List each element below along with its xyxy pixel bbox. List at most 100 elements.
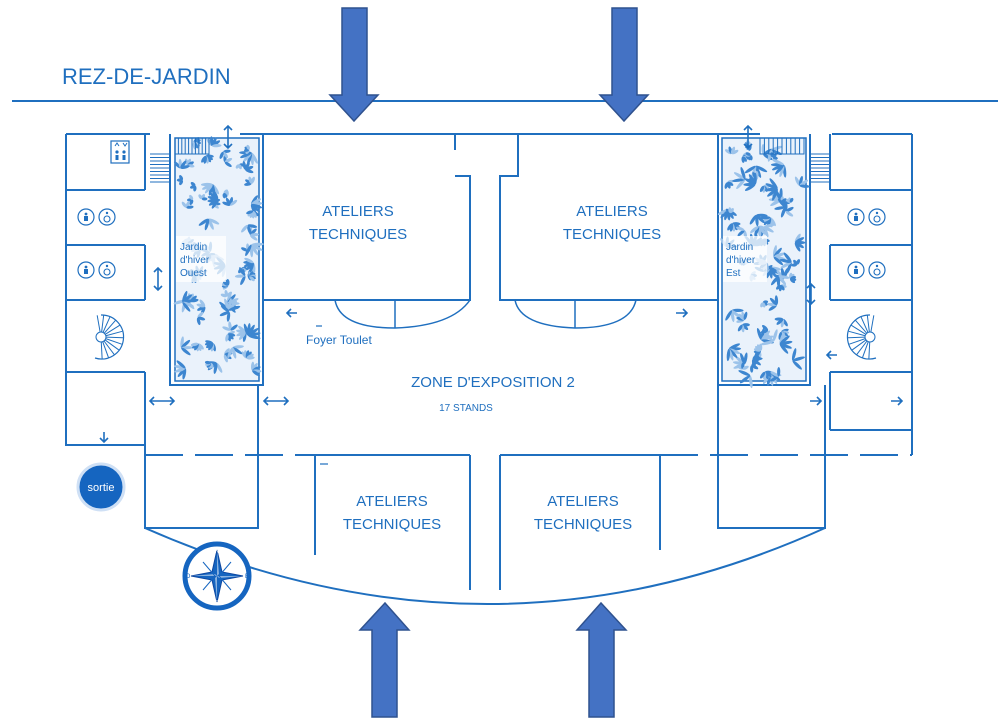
leaf [724,179,734,189]
svg-text:Est: Est [726,268,741,279]
leaf [207,190,219,209]
leaf [744,165,768,179]
leaf [791,348,805,370]
wheelchair-icon [98,208,116,226]
leaf [250,195,263,215]
leaf [198,218,220,231]
zone-stands: 17 STANDS [439,403,493,414]
leaf [753,343,763,356]
leaf [206,136,222,148]
garden-east-label: Jardin d'hiver Est [723,236,767,282]
arrow-down-left [328,7,380,123]
toilet-icon [77,261,95,279]
wheelchair-icon [868,208,886,226]
leaf [725,308,744,323]
leaf [204,340,216,352]
leaf [246,210,259,219]
svg-text:Ouest: Ouest [180,268,207,279]
leaf [245,242,264,258]
leaf [184,158,195,168]
svg-text:TECHNIQUES: TECHNIQUES [309,226,407,243]
svg-text:ATELIERS: ATELIERS [547,493,618,510]
exit-button[interactable]: sortie [76,462,126,512]
leaf [789,272,797,284]
leaf [180,336,193,356]
svg-text:E: E [245,574,249,580]
stairs-icon [150,137,830,183]
svg-text:S: S [215,601,219,607]
leaf [219,149,231,159]
atelier-bottom-left-label: ATELIERS TECHNIQUES [343,493,441,533]
leaf [751,352,763,369]
leaf [737,323,750,333]
leaf [738,370,753,389]
leaf [794,233,806,252]
svg-text:Jardin: Jardin [180,242,207,253]
svg-text:ATELIERS: ATELIERS [576,203,647,220]
svg-text:ATELIERS: ATELIERS [322,203,393,220]
toilet-icon [847,261,865,279]
leaf [236,325,247,342]
leaf [200,182,220,196]
svg-text:TECHNIQUES: TECHNIQUES [563,226,661,243]
leaf [196,311,206,326]
zone-title: ZONE D'EXPOSITION 2 [411,374,575,391]
leaf [774,317,788,328]
leaf [794,175,810,188]
leaf [174,360,187,380]
restroom-icons [77,208,886,279]
leaf [220,289,233,298]
leaf [219,305,231,322]
building-walls [65,133,913,605]
spiral-stairs-icon [94,314,877,360]
leaf [241,224,258,235]
leaf [225,330,236,342]
floor-title: REZ-DE-JARDIN [62,64,231,89]
compass-icon: N S E O [182,541,252,611]
leaf [736,311,748,323]
leaf [770,159,787,178]
leaf [791,259,801,267]
leaf [176,175,184,186]
leaf [234,267,246,286]
leaf [759,184,771,193]
leaf [736,362,749,370]
wheelchair-icon [98,261,116,279]
leaf [727,222,741,232]
leaf [243,323,261,340]
atelier-top-right-label: ATELIERS TECHNIQUES [563,203,661,243]
elevator-icon [110,140,130,164]
garden-west-label: Jardin d'hiver Ouest [176,236,226,282]
svg-text:N: N [215,549,219,555]
leaf [759,370,773,380]
leaf [242,161,254,174]
leaf [760,324,769,339]
leaf [204,360,214,369]
svg-text:ATELIERS: ATELIERS [356,493,427,510]
leaf [222,189,229,199]
leaf [187,194,194,205]
foyer-label: Foyer Toulet [306,333,372,347]
atelier-bottom-right-label: ATELIERS TECHNIQUES [534,493,632,533]
leaf [227,345,244,359]
leaf [767,295,779,311]
leaf [182,290,195,312]
leaf [189,181,197,192]
toilet-icon [847,208,865,226]
leaf [244,176,255,186]
leaf [743,172,757,191]
leaf [222,321,238,331]
leaf [173,158,190,169]
svg-text:TECHNIQUES: TECHNIQUES [534,516,632,533]
svg-text:Jardin: Jardin [726,242,753,253]
atelier-top-left-label: ATELIERS TECHNIQUES [309,203,407,243]
svg-text:d'hiver: d'hiver [180,255,210,266]
leaf [771,275,790,288]
toilet-icon [77,208,95,226]
svg-text:d'hiver: d'hiver [726,255,756,266]
leaf [198,194,208,201]
arrow-down-right [598,7,650,123]
leaf [760,300,769,308]
leaf [732,166,746,190]
